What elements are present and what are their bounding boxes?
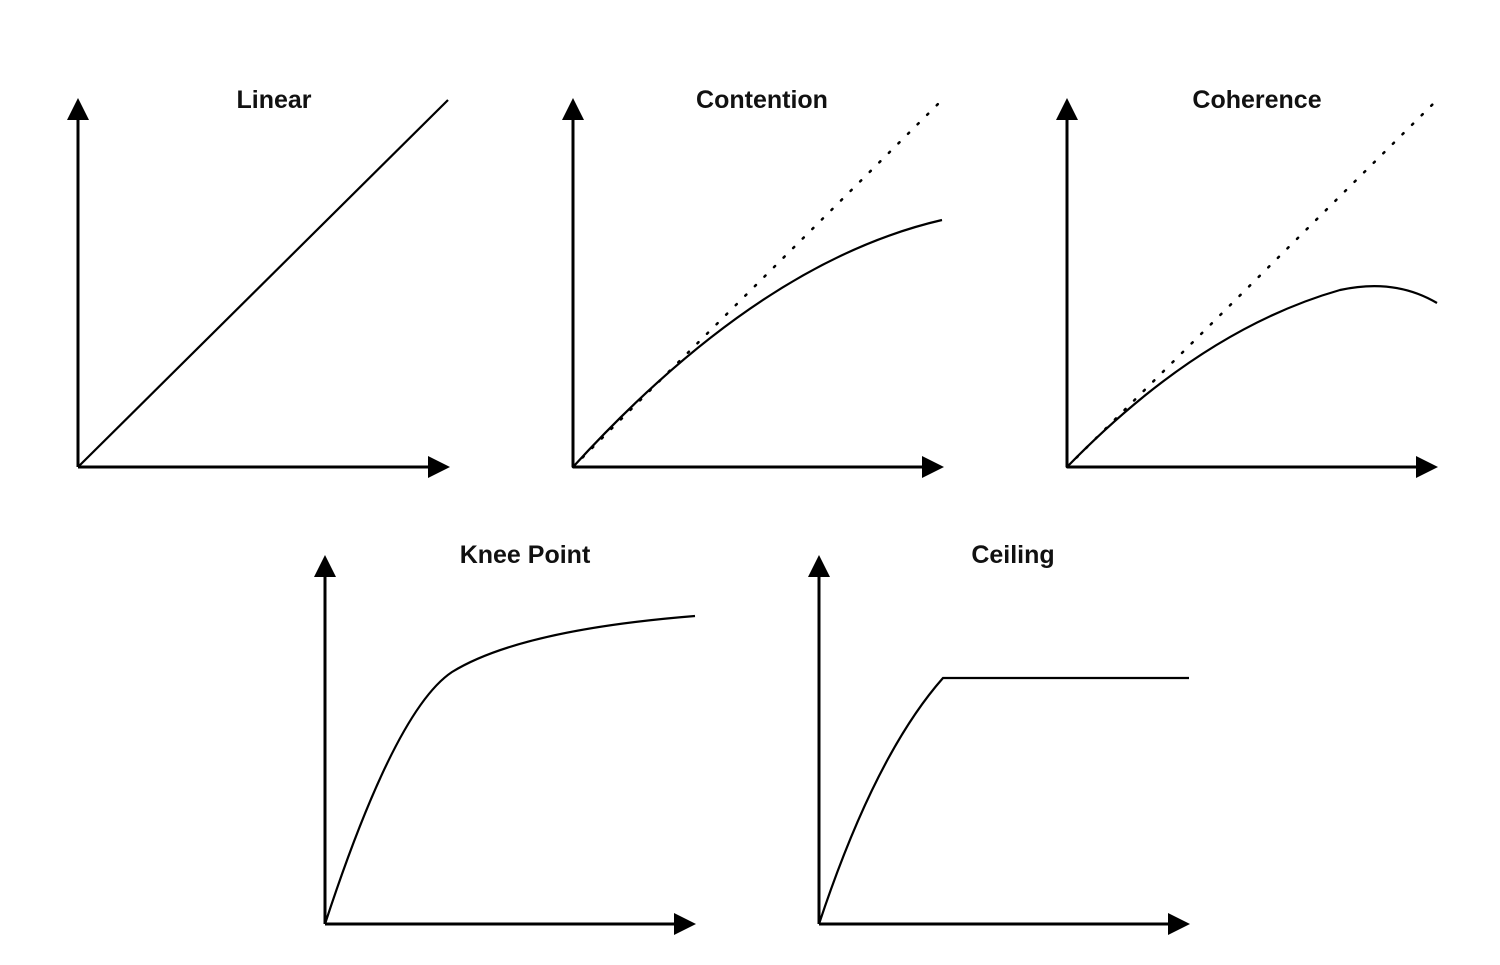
linear-reference-dotted-line (571, 98, 944, 469)
y-axis-arrow-icon (67, 98, 89, 120)
panel-title: Linear (236, 86, 311, 114)
x-axis-arrow-icon (674, 913, 696, 935)
y-axis-arrow-icon (1056, 98, 1078, 120)
linear-curve (77, 99, 449, 468)
panel-title: Contention (696, 86, 828, 114)
coherence-curve (1066, 285, 1438, 468)
knee-point-curve (323, 614, 696, 925)
y-axis-arrow-icon (808, 555, 830, 577)
panel-ceiling: Ceiling (808, 541, 1190, 935)
panel-contention: Contention (562, 86, 944, 478)
ceiling-curve (817, 676, 1189, 925)
panel-linear: Linear (67, 86, 450, 478)
panel-title: Coherence (1192, 86, 1321, 114)
panel-knee-point: Knee Point (314, 541, 696, 935)
panel-title: Knee Point (460, 541, 591, 569)
y-axis-arrow-icon (314, 555, 336, 577)
x-axis-arrow-icon (1416, 456, 1438, 478)
x-axis-arrow-icon (1168, 913, 1190, 935)
contention-curve (572, 218, 943, 468)
panel-coherence: Coherence (1056, 86, 1439, 478)
linear-reference-dotted-line (1065, 98, 1439, 469)
x-axis-arrow-icon (922, 456, 944, 478)
x-axis-arrow-icon (428, 456, 450, 478)
y-axis-arrow-icon (562, 98, 584, 120)
panel-title: Ceiling (971, 541, 1054, 569)
